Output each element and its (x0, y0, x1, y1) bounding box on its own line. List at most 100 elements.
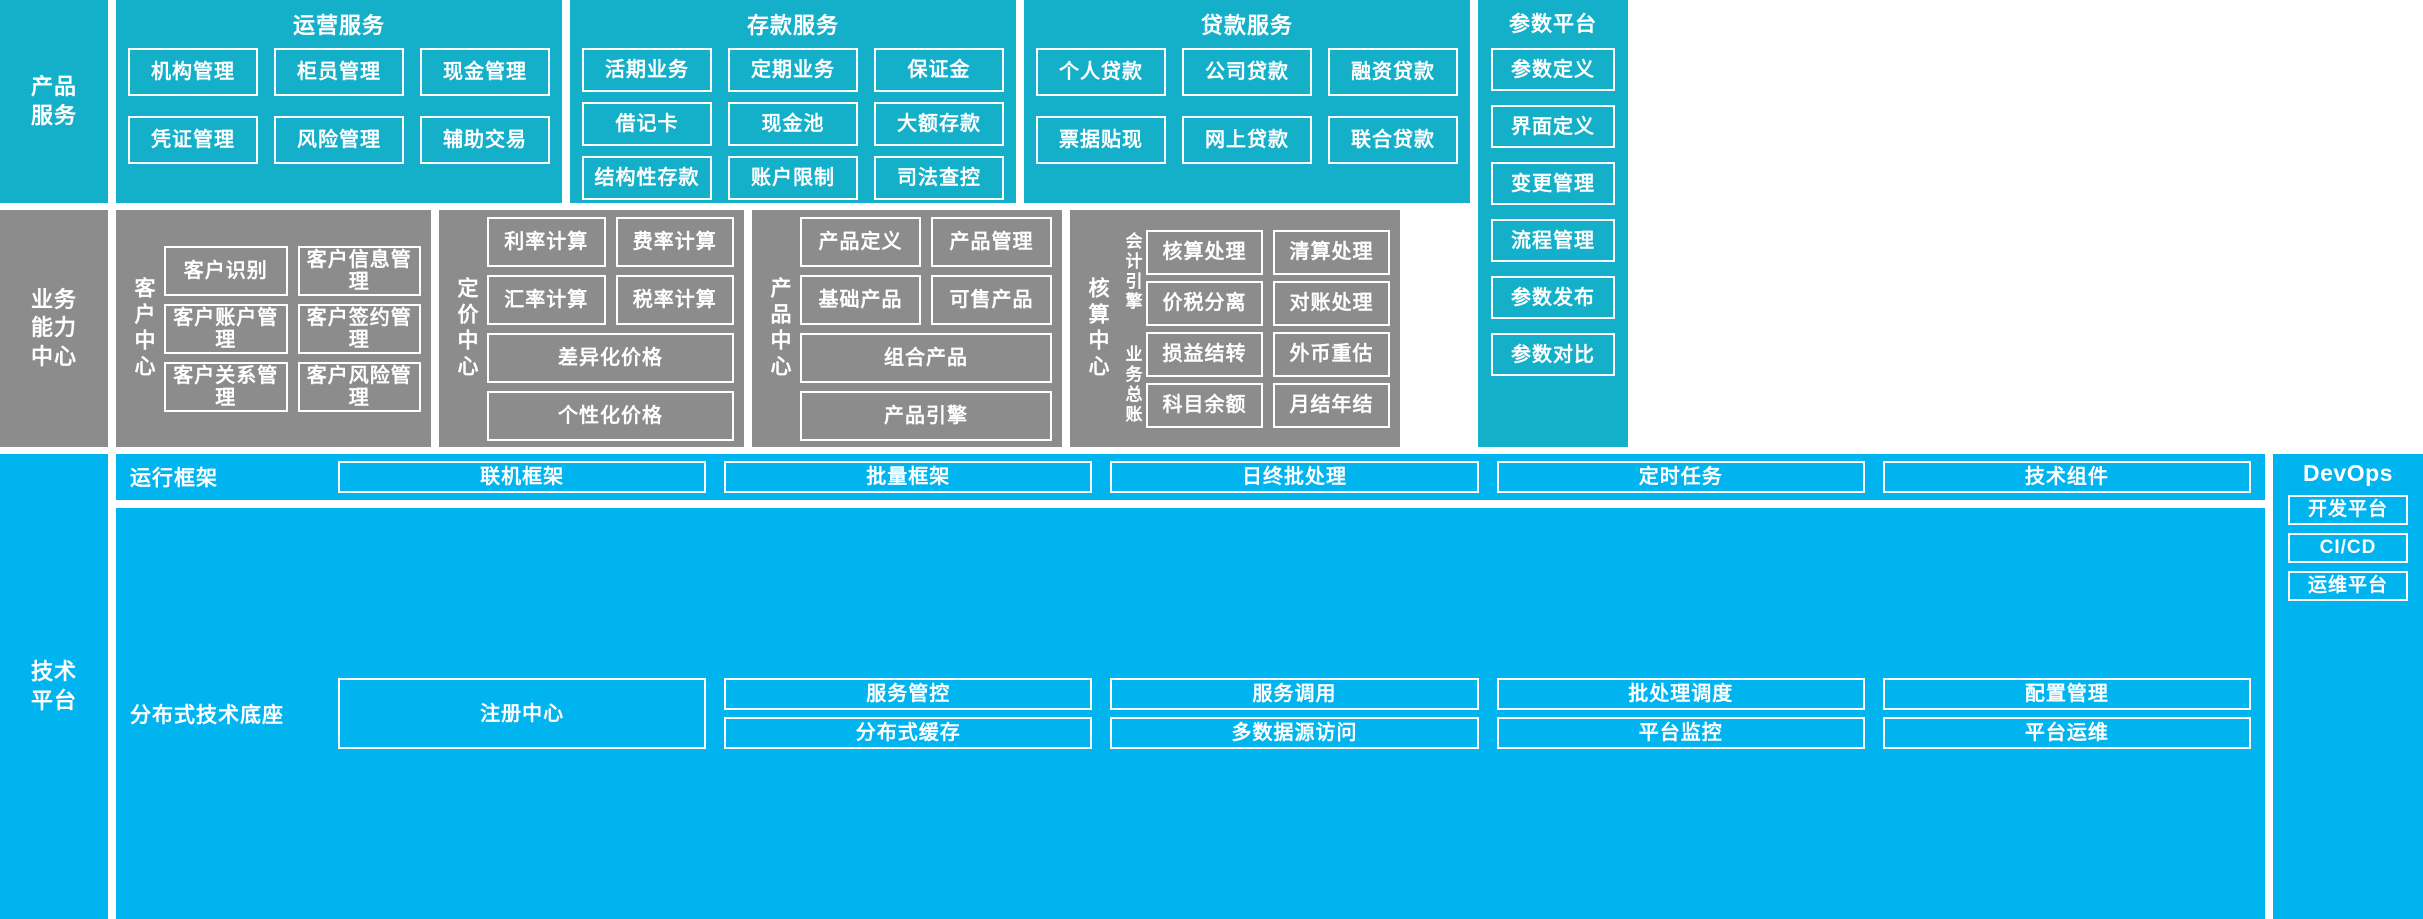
capability-tile[interactable]: 外币重估 (1273, 331, 1390, 377)
capability-sub-label-general-ledger: 业务总账 (1122, 344, 1142, 425)
technology-platform-band: 技术 平台 运行框架 联机框架 批量框架 日终批处理 定时任务 技术组件 分布式… (0, 454, 2423, 919)
distributed-base-item[interactable]: 配置管理 (1882, 678, 2252, 710)
product-services-band: 产品 服务 运营服务 机构管理 柜员管理 现金管理 凭证管理 风险管理 辅助交易… (0, 0, 2423, 447)
business-capability-band: 业务 能力 中心 客户中心 客户识别 客户信息管理 客户账户管理 客户签约管理 … (0, 210, 2423, 447)
distributed-base-primary[interactable]: 注册中心 (338, 678, 707, 749)
capability-tile[interactable]: 个性化价格 (487, 390, 734, 441)
runtime-framework-item[interactable]: 日终批处理 (1110, 461, 1479, 493)
service-tile[interactable]: 个人贷款 (1036, 48, 1166, 96)
service-group-operation: 运营服务 机构管理 柜员管理 现金管理 凭证管理 风险管理 辅助交易 (116, 0, 562, 203)
distributed-base-item[interactable]: 服务调用 (1110, 678, 1479, 710)
service-tile[interactable]: 联合贷款 (1328, 116, 1458, 164)
capability-tile[interactable]: 可售产品 (931, 274, 1052, 325)
capability-tile[interactable]: 差异化价格 (487, 332, 734, 383)
service-tile[interactable]: 公司贷款 (1182, 48, 1312, 96)
capability-tile[interactable]: 费率计算 (615, 216, 734, 267)
service-group-title: 贷款服务 (1200, 13, 1293, 38)
devops-item[interactable]: 运维平台 (2288, 571, 2408, 601)
capability-tile[interactable]: 清算处理 (1273, 229, 1390, 275)
service-tile[interactable]: 机构管理 (128, 48, 258, 96)
distributed-base-item[interactable]: 服务管控 (724, 678, 1093, 710)
distributed-base-item[interactable]: 平台监控 (1496, 717, 1865, 749)
capability-tile[interactable]: 产品定义 (800, 216, 921, 267)
service-tile[interactable]: 账户限制 (728, 156, 858, 200)
param-item[interactable]: 界面定义 (1491, 105, 1615, 148)
capability-tile[interactable]: 税率计算 (615, 274, 734, 325)
capability-tile[interactable]: 月结年结 (1273, 382, 1390, 428)
distributed-base-item[interactable]: 分布式缓存 (724, 717, 1093, 749)
service-tile[interactable]: 柜员管理 (274, 48, 404, 96)
capability-center-customer: 客户中心 客户识别 客户信息管理 客户账户管理 客户签约管理 客户关系管理 客户… (116, 210, 431, 447)
capability-tile[interactable]: 客户账户管理 (164, 303, 288, 354)
distributed-base-item[interactable]: 平台运维 (1882, 717, 2252, 749)
capability-tile[interactable]: 客户识别 (164, 245, 288, 296)
devops-item[interactable]: 开发平台 (2288, 495, 2408, 525)
service-group-title: 运营服务 (292, 13, 385, 38)
capability-tile[interactable]: 组合产品 (800, 332, 1052, 383)
capability-tile[interactable]: 利率计算 (487, 216, 606, 267)
capability-center-title: 客户中心 (132, 276, 155, 381)
band-label-technology-platform: 技术 平台 (0, 454, 108, 919)
runtime-framework-label: 运行框架 (130, 467, 218, 490)
distributed-base-item[interactable]: 批处理调度 (1496, 678, 1865, 710)
service-tile[interactable]: 借记卡 (582, 102, 712, 146)
service-tile[interactable]: 活期业务 (582, 48, 712, 92)
runtime-framework-item[interactable]: 联机框架 (338, 461, 707, 493)
param-item[interactable]: 参数发布 (1491, 276, 1615, 319)
capability-center-pricing: 定价中心 利率计算 费率计算 汇率计算 税率计算 差异化价格 个性化价格 (439, 210, 744, 447)
capability-tile[interactable]: 产品管理 (931, 216, 1052, 267)
capability-tile[interactable]: 客户关系管理 (164, 361, 288, 412)
band-label-business-capability: 业务 能力 中心 (0, 210, 108, 447)
capability-tile[interactable]: 损益结转 (1146, 331, 1263, 377)
service-tile[interactable]: 现金池 (728, 102, 858, 146)
param-platform-panel: 参数平台 参数定义 界面定义 变更管理 流程管理 参数发布 参数对比 (1478, 0, 1628, 447)
param-item[interactable]: 流程管理 (1491, 219, 1615, 262)
service-tile[interactable]: 保证金 (874, 48, 1004, 92)
capability-center-title: 产品中心 (768, 276, 791, 381)
service-tile[interactable]: 网上贷款 (1182, 116, 1312, 164)
distributed-base-item[interactable]: 多数据源访问 (1110, 717, 1479, 749)
distributed-base-strip: 分布式技术底座 注册中心 服务管控 分布式缓存 服务调用 多数据源访问 批处理调… (116, 508, 2265, 919)
capability-center-accounting: 核算中心 会计引擎 业务总账 核算处理 清算处理 价税分离 对账处理 损益结转 … (1070, 210, 1400, 447)
capability-tile[interactable]: 基础产品 (800, 274, 921, 325)
capability-tile[interactable]: 核算处理 (1146, 229, 1263, 275)
service-tile[interactable]: 现金管理 (420, 48, 550, 96)
runtime-framework-item[interactable]: 定时任务 (1496, 461, 1865, 493)
capability-tile[interactable]: 价税分离 (1146, 280, 1263, 326)
capability-center-title: 定价中心 (455, 276, 478, 381)
param-item[interactable]: 变更管理 (1491, 162, 1615, 205)
capability-center-product: 产品中心 产品定义 产品管理 基础产品 可售产品 组合产品 产品引擎 (752, 210, 1062, 447)
param-item[interactable]: 参数定义 (1491, 48, 1615, 91)
runtime-framework-item[interactable]: 批量框架 (724, 461, 1093, 493)
band-label-product-services: 产品 服务 (0, 0, 108, 203)
service-tile[interactable]: 风险管理 (274, 116, 404, 164)
service-tile[interactable]: 大额存款 (874, 102, 1004, 146)
devops-panel: DevOps 开发平台 CI/CD 运维平台 (2273, 454, 2423, 919)
service-group-deposit: 存款服务 活期业务 定期业务 保证金 借记卡 现金池 大额存款 结构性存款 账户… (570, 0, 1016, 203)
service-tile[interactable]: 司法查控 (874, 156, 1004, 200)
service-tile[interactable]: 融资贷款 (1328, 48, 1458, 96)
capability-tile[interactable]: 客户信息管理 (297, 245, 421, 296)
service-tile[interactable]: 凭证管理 (128, 116, 258, 164)
capability-tile[interactable]: 科目余额 (1146, 382, 1263, 428)
param-item[interactable]: 参数对比 (1491, 333, 1615, 376)
runtime-framework-item[interactable]: 技术组件 (1882, 461, 2252, 493)
service-tile[interactable]: 定期业务 (728, 48, 858, 92)
capability-tile[interactable]: 对账处理 (1273, 280, 1390, 326)
capability-tile[interactable]: 产品引擎 (800, 390, 1052, 441)
param-platform-spacer (1408, 210, 1558, 447)
service-group-title: 存款服务 (746, 13, 839, 38)
distributed-base-label: 分布式技术底座 (130, 703, 284, 727)
service-tile[interactable]: 辅助交易 (420, 116, 550, 164)
service-tile[interactable]: 结构性存款 (582, 156, 712, 200)
devops-item[interactable]: CI/CD (2288, 533, 2408, 563)
capability-tile[interactable]: 汇率计算 (487, 274, 606, 325)
capability-tile[interactable]: 客户风险管理 (297, 361, 421, 412)
service-tile[interactable]: 票据贴现 (1036, 116, 1166, 164)
runtime-framework-strip: 运行框架 联机框架 批量框架 日终批处理 定时任务 技术组件 (116, 454, 2265, 500)
capability-sub-label-accounting-engine: 会计引擎 (1122, 232, 1142, 313)
devops-title: DevOps (2303, 460, 2393, 486)
capability-tile[interactable]: 客户签约管理 (297, 303, 421, 354)
param-platform-title: 参数平台 (1509, 13, 1597, 36)
